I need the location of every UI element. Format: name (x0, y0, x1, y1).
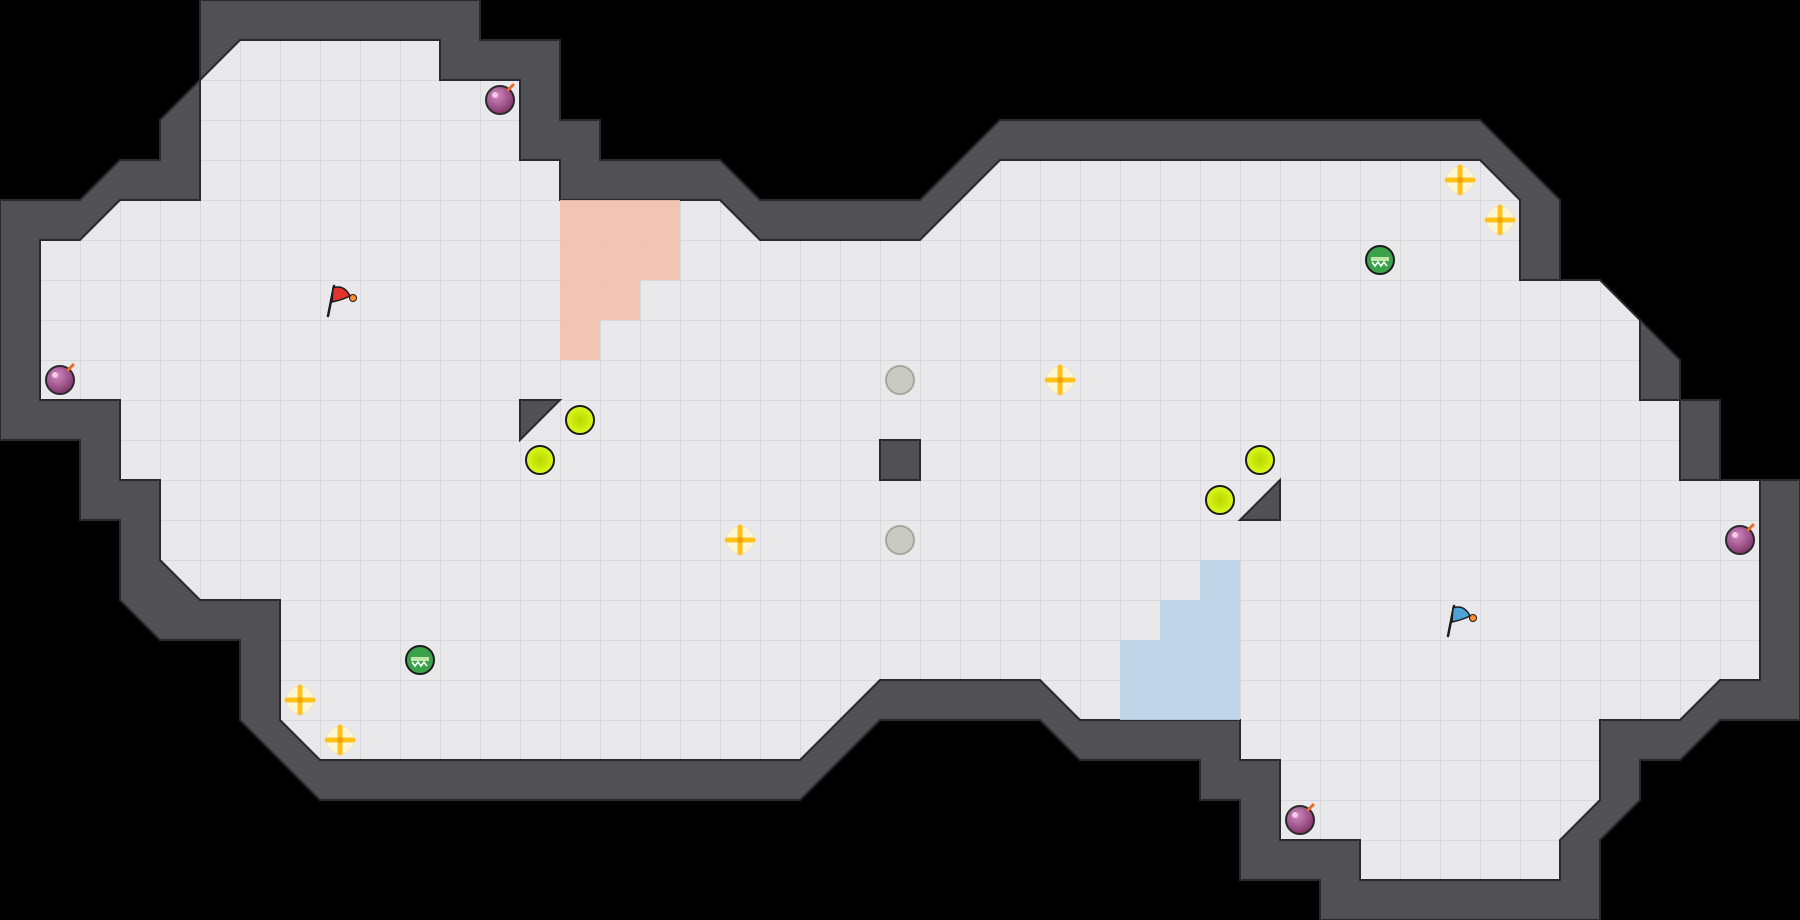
bomb-icon (1285, 803, 1315, 835)
powerup-icon (1365, 245, 1395, 275)
interior-walls (519, 399, 1281, 521)
boost-icon (724, 524, 756, 556)
gate-toggle-button[interactable] (565, 405, 595, 435)
boost-icon (1044, 364, 1076, 396)
blue-team-base (1120, 560, 1240, 720)
diagonal-wall-right (1237, 477, 1281, 521)
red-team-base (560, 200, 680, 360)
bomb-icon (45, 363, 75, 395)
red-flag-icon (326, 284, 357, 318)
diagonal-wall-left (519, 399, 563, 443)
gate-toggle-button[interactable] (1245, 445, 1275, 475)
gate-toggle-button[interactable] (1205, 485, 1235, 515)
bomb-icon (485, 83, 515, 115)
powerup-icon (405, 645, 435, 675)
boost-icon (1484, 204, 1516, 236)
center-wall-block (879, 439, 921, 481)
blue-flag-icon (1446, 604, 1477, 638)
inactive-toggle-button (885, 525, 915, 555)
gate-toggle-button[interactable] (525, 445, 555, 475)
boost-icon (1444, 164, 1476, 196)
boost-icon (284, 684, 316, 716)
boost-icon (324, 724, 356, 756)
bomb-icon (1725, 523, 1755, 555)
inactive-toggle-button (885, 365, 915, 395)
map-items (45, 83, 1755, 835)
